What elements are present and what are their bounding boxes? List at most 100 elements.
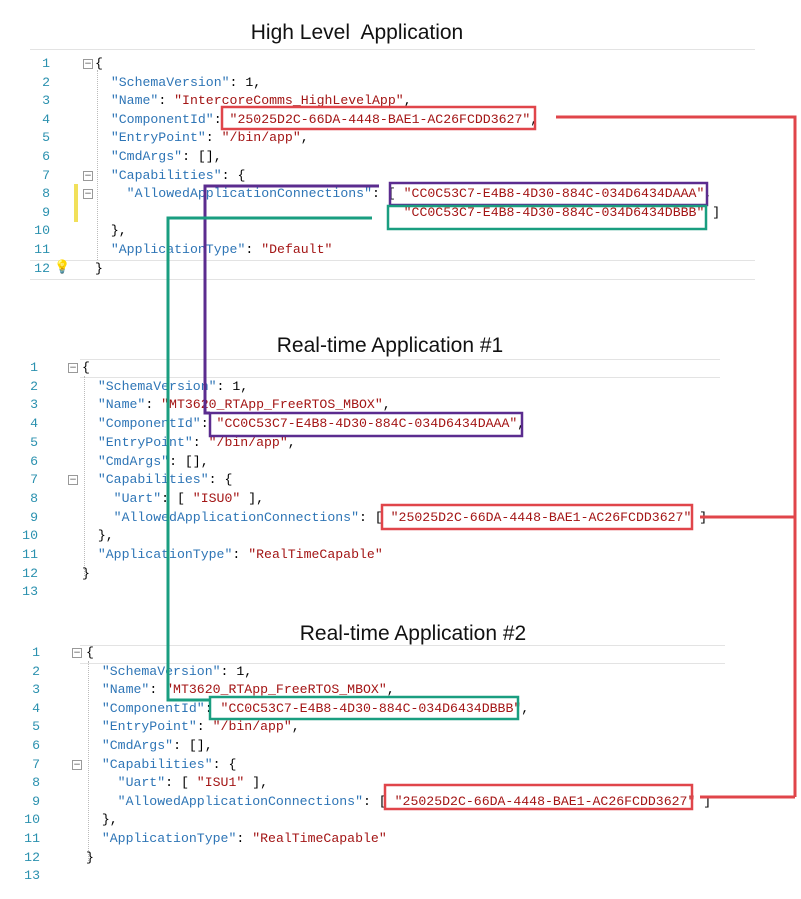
json-string: "25025D2C-66DA-4448-BAE1-AC26FCDD3627": [394, 793, 696, 809]
line-number: 13: [24, 868, 40, 884]
fold-toggle-icon[interactable]: −: [83, 189, 93, 200]
code-text[interactable]: "Name": "MT3620_RTApp_FreeRTOS_MBOX",: [82, 396, 391, 414]
json-punctuation: [95, 242, 111, 257]
json-punctuation: ,: [704, 186, 713, 202]
code-text[interactable]: }: [86, 849, 94, 867]
change-indicator: [74, 184, 78, 222]
line-number: 1: [30, 360, 38, 375]
json-punctuation: },: [86, 812, 118, 828]
code-text[interactable]: },: [82, 527, 114, 545]
code-text[interactable]: "EntryPoint": "/bin/app",: [86, 718, 300, 736]
json-punctuation: ,: [300, 130, 309, 146]
code-text[interactable]: }: [95, 260, 103, 278]
code-text[interactable]: "CmdArgs": [],: [86, 737, 213, 755]
json-key: "AllowedApplicationConnections": [117, 793, 363, 809]
json-punctuation: [95, 93, 111, 108]
code-text[interactable]: "SchemaVersion": 1,: [86, 663, 252, 681]
line-number: 3: [42, 93, 50, 109]
json-punctuation: : [: [362, 793, 395, 809]
json-punctuation: : {: [221, 167, 246, 183]
code-text[interactable]: "Uart": [ "ISU0" ],: [82, 490, 264, 508]
code-text[interactable]: "Uart": [ "ISU1" ],: [86, 774, 268, 792]
json-punctuation: ,: [253, 74, 262, 90]
code-text[interactable]: "EntryPoint": "/bin/app",: [82, 434, 296, 452]
code-text[interactable]: },: [86, 811, 118, 829]
json-punctuation: [82, 472, 98, 487]
json-punctuation: [95, 75, 111, 90]
current-line-highlight: [30, 279, 755, 280]
code-text[interactable]: {: [82, 359, 90, 377]
fold-toggle-icon[interactable]: −: [83, 59, 93, 69]
line-number: 10: [22, 528, 38, 544]
code-text[interactable]: "Name": "MT3620_RTApp_FreeRTOS_MBOX",: [86, 681, 395, 699]
json-punctuation: :: [236, 831, 253, 846]
json-punctuation: :: [216, 378, 233, 394]
json-punctuation: ,: [403, 93, 412, 109]
json-punctuation: {: [86, 645, 94, 660]
code-text[interactable]: "CmdArgs": [],: [82, 453, 209, 471]
lightbulb-icon[interactable]: 💡: [54, 259, 71, 274]
code-text[interactable]: "SchemaVersion": 1,: [82, 378, 248, 396]
code-line: 7 − "Capabilities": {: [0, 471, 760, 489]
code-text[interactable]: {: [95, 55, 103, 73]
code-text[interactable]: "ApplicationType": "Default": [95, 241, 333, 259]
line-number: 9: [30, 509, 38, 525]
code-text[interactable]: "ApplicationType": "RealTimeCapable": [82, 546, 383, 564]
line-number: 3: [30, 397, 38, 413]
json-key: "Name": [110, 93, 159, 109]
editor-separator: [80, 377, 720, 378]
json-punctuation: [86, 682, 102, 697]
code-text[interactable]: {: [86, 644, 94, 662]
code-text[interactable]: "Capabilities": {: [95, 167, 246, 185]
code-line: 1−{: [0, 55, 760, 73]
json-punctuation: }: [86, 849, 94, 865]
code-line: 6 "CmdArgs": [],: [0, 148, 760, 166]
line-number: 7: [30, 472, 38, 488]
code-text[interactable]: "Name": "IntercoreComms_HighLevelApp",: [95, 92, 412, 110]
json-key: "AllowedApplicationConnections": [113, 509, 359, 525]
code-line: 2 "SchemaVersion": 1,: [0, 74, 760, 92]
title-high-level-application: High Level Application: [250, 21, 464, 44]
code-text[interactable]: "Capabilities": {: [82, 471, 233, 489]
fold-toggle-icon[interactable]: −: [68, 475, 78, 486]
code-text[interactable]: "ComponentId": "CC0C53C7-E4B8-4D30-884C-…: [86, 700, 529, 718]
code-text[interactable]: "Capabilities": {: [86, 756, 237, 774]
code-text[interactable]: "SchemaVersion": 1,: [95, 74, 261, 92]
code-line: 13: [0, 583, 760, 601]
line-number: 4: [32, 700, 40, 716]
code-text[interactable]: "AllowedApplicationConnections": [ "2502…: [82, 509, 708, 527]
code-text[interactable]: "AllowedApplicationConnections": [ "CC0C…: [95, 185, 713, 203]
fold-toggle-icon[interactable]: −: [72, 648, 82, 658]
json-punctuation: [86, 757, 102, 772]
json-punctuation: : {: [208, 472, 233, 488]
code-text[interactable]: "ComponentId": "CC0C53C7-E4B8-4D30-884C-…: [82, 415, 525, 433]
json-punctuation: [86, 701, 102, 716]
json-key: "ComponentId": [110, 111, 214, 127]
fold-toggle-icon[interactable]: −: [72, 759, 82, 770]
json-punctuation: },: [82, 528, 114, 544]
editor-separator: [80, 663, 725, 664]
json-string: "Default": [261, 242, 333, 257]
code-text[interactable]: "ApplicationType": "RealTimeCapable": [86, 830, 387, 848]
line-number: 11: [24, 831, 40, 846]
code-text[interactable]: "CmdArgs": [],: [95, 148, 222, 166]
code-text[interactable]: },: [95, 222, 127, 240]
code-text[interactable]: "ComponentId": "25025D2C-66DA-4448-BAE1-…: [95, 111, 538, 129]
json-string: "CC0C53C7-E4B8-4D30-884C-034D6434DAAA": [216, 416, 518, 432]
code-text[interactable]: }: [82, 565, 90, 583]
json-string: "CC0C53C7-E4B8-4D30-884C-034D6434DBBB": [220, 700, 522, 716]
fold-toggle-icon[interactable]: −: [68, 363, 78, 373]
code-line: 12}: [0, 260, 760, 278]
line-number: 6: [42, 149, 50, 164]
fold-toggle-icon[interactable]: −: [83, 170, 93, 181]
line-number: 10: [24, 812, 40, 828]
json-key: "EntryPoint": [101, 719, 197, 735]
code-text[interactable]: "AllowedApplicationConnections": [ "2502…: [86, 793, 712, 811]
line-number: 2: [32, 663, 40, 679]
json-key: "CmdArgs": [97, 453, 170, 469]
code-text[interactable]: "EntryPoint": "/bin/app",: [95, 129, 309, 147]
code-line: 6 "CmdArgs": [],: [0, 737, 760, 755]
code-line: 6 "CmdArgs": [],: [0, 453, 760, 471]
code-text[interactable]: "CC0C53C7-E4B8-4D30-884C-034D6434DBBB" ]: [95, 204, 721, 222]
